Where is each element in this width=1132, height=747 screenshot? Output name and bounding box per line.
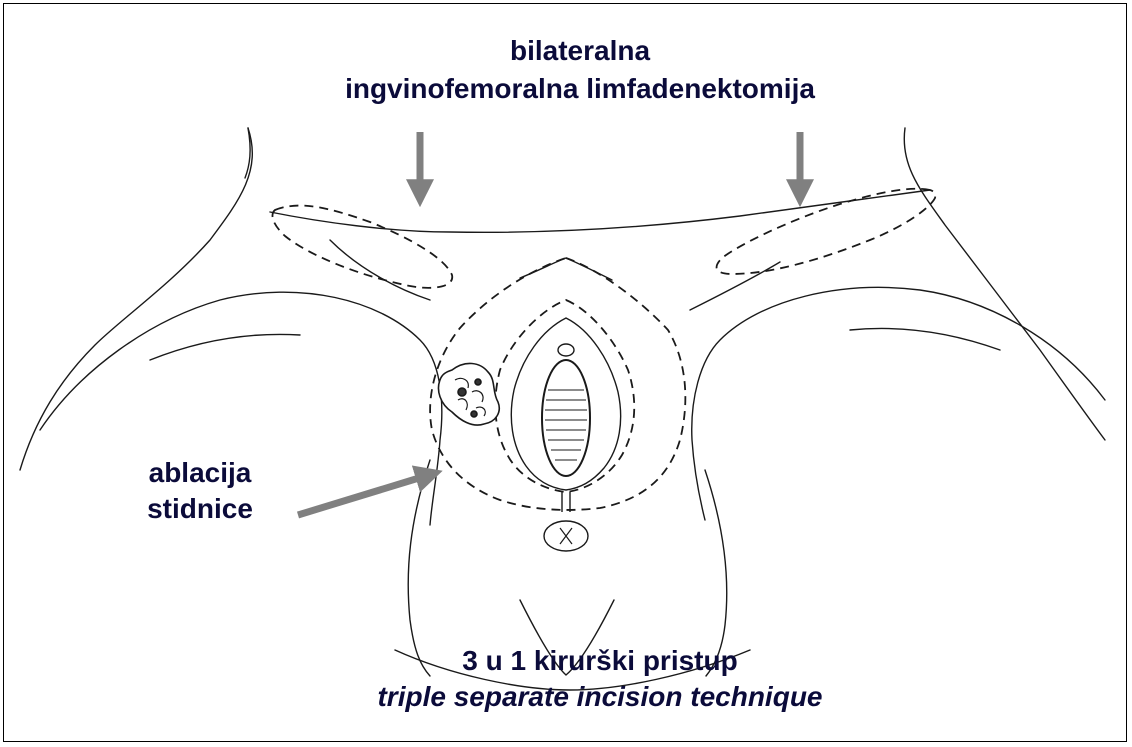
left-label-line2: stidnice xyxy=(120,491,280,527)
vulva-arrow xyxy=(298,474,432,515)
tumour-lesion xyxy=(439,363,500,425)
top-label-line2: ingvinofemoralna limfadenektomija xyxy=(300,70,860,108)
body-outline xyxy=(20,128,1105,690)
top-label: bilateralna ingvinofemoralna limfadenekt… xyxy=(300,32,860,108)
bottom-caption-line1: 3 u 1 kirurški pristup xyxy=(300,643,900,679)
vulva-drawing xyxy=(511,318,620,551)
right-groin-incision xyxy=(717,189,936,274)
bottom-caption-line2: triple separate incision technique xyxy=(300,679,900,715)
left-label: ablacija stidnice xyxy=(120,455,280,527)
top-label-line1: bilateralna xyxy=(300,32,860,70)
left-label-line1: ablacija xyxy=(120,455,280,491)
bottom-caption: 3 u 1 kirurški pristup triple separate i… xyxy=(300,643,900,715)
